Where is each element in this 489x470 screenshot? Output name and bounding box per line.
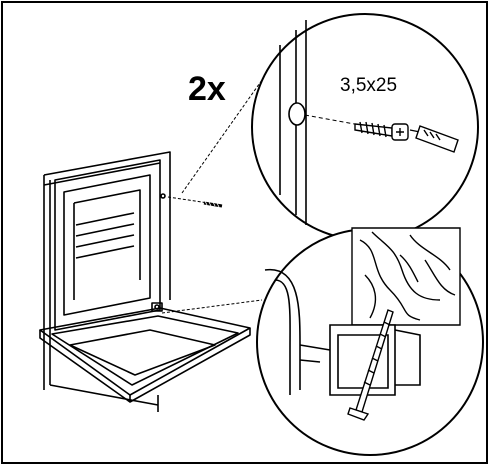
screw-size-label: 3,5x25 bbox=[340, 75, 398, 96]
small-screw-icon bbox=[167, 196, 223, 208]
oven-illustration bbox=[39, 151, 251, 412]
bracket-detail-magnifier bbox=[256, 227, 484, 456]
bracket-screw-icon bbox=[347, 309, 394, 421]
screw-detail-magnifier bbox=[251, 13, 479, 241]
connector-line bbox=[181, 79, 263, 194]
screw-icon bbox=[354, 121, 409, 141]
quantity-label: 2x bbox=[188, 70, 226, 108]
connector-line bbox=[161, 299, 263, 314]
screwdriver-icon bbox=[409, 125, 459, 153]
wood-panel bbox=[351, 227, 461, 326]
